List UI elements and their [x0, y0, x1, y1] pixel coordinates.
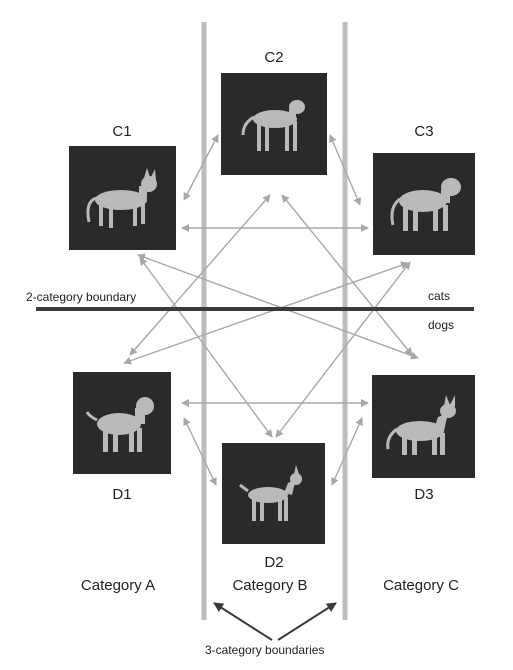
- pointer-arrow-left: [213, 602, 273, 641]
- cats-label: cats: [428, 289, 451, 303]
- cheetah-icon: [241, 100, 305, 151]
- category-c-label: Category C: [383, 577, 459, 594]
- arrow-c2-c3: [329, 134, 361, 206]
- label-c1: C1: [112, 123, 132, 140]
- image-c2: [221, 73, 327, 175]
- arrow-c1-c2: [183, 134, 219, 201]
- arrow-c3-d1: [123, 261, 409, 365]
- category-a-label: Category A: [80, 577, 156, 594]
- cat-icon: [86, 168, 157, 228]
- label-c3: C3: [414, 123, 434, 140]
- arrow-d1-d2: [183, 417, 217, 486]
- label-d3: D3: [414, 486, 434, 503]
- label-d2: D2: [264, 554, 284, 571]
- image-d1: [73, 372, 171, 474]
- label-d1: D1: [112, 486, 132, 503]
- label-c2: C2: [264, 49, 284, 66]
- pointer-arrow-right: [277, 602, 337, 641]
- doberman-icon: [239, 465, 302, 521]
- image-d2: [222, 443, 325, 544]
- two-category-boundary-label: 2-category boundary: [26, 290, 137, 304]
- dog-icon: [85, 397, 154, 452]
- category-b-label: Category B: [232, 577, 308, 594]
- dogs-label: dogs: [428, 318, 455, 332]
- image-c1: [69, 146, 176, 250]
- tiger-icon: [390, 178, 461, 231]
- image-c3: [373, 153, 475, 255]
- shepherd-icon: [386, 395, 456, 455]
- image-d3: [372, 375, 475, 478]
- three-category-boundaries-label: 3-category boundaries: [205, 643, 325, 657]
